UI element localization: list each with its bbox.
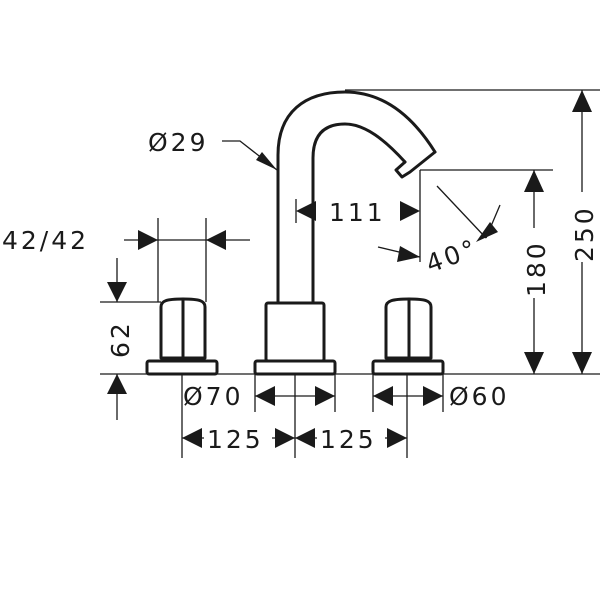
spout-reach-label: 111: [329, 198, 386, 227]
spout-angle-label: 40°: [422, 233, 482, 278]
dimension-spout-reach: 111: [295, 198, 420, 227]
dimension-outlet-height: 180: [522, 170, 551, 374]
handle-height-label: 62: [106, 320, 135, 358]
spacing-left-label: 125: [207, 425, 264, 454]
spout-base-diameter-label: Ø70: [183, 382, 244, 411]
spout: [276, 90, 437, 305]
dimension-total-height: 250: [570, 90, 599, 374]
dimension-spout-diameter: Ø29: [148, 128, 278, 171]
spout-diameter-label: Ø29: [148, 128, 209, 157]
total-height-label: 250: [570, 205, 599, 262]
right-handle: [371, 297, 445, 376]
dimension-handle-height: 62: [106, 258, 135, 420]
extension-lines: [100, 89, 600, 458]
spacing-right-label: 125: [320, 425, 377, 454]
left-handle: [145, 297, 219, 376]
handle-size-label: 42/42: [2, 226, 89, 255]
dimension-spout-base-diameter: Ø70: [183, 382, 335, 411]
dimension-spout-angle: 40°: [377, 185, 501, 279]
dimension-handle-size: 42/42: [2, 226, 250, 255]
handle-base-diameter-label: Ø60: [449, 382, 510, 411]
outlet-height-label: 180: [522, 240, 551, 297]
spout-base: [253, 301, 337, 376]
dimension-handle-base-diameter: Ø60: [373, 382, 510, 411]
dimension-handle-spacing: 125 125: [182, 424, 407, 454]
